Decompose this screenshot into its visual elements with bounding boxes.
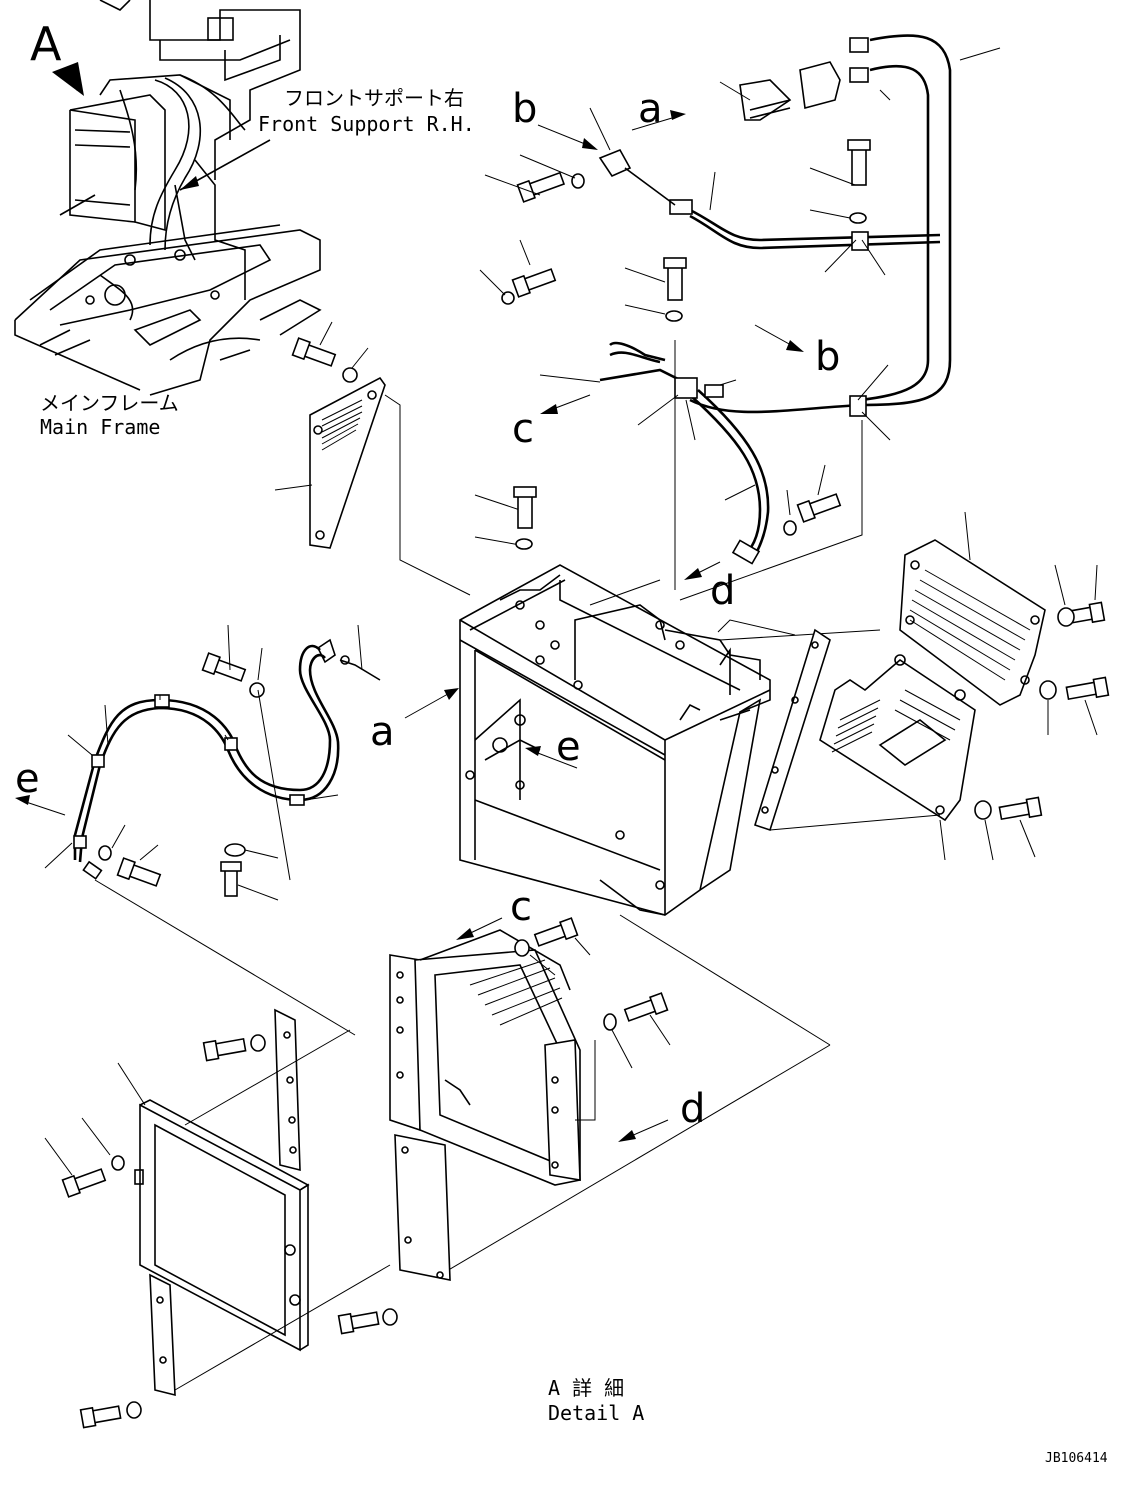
hose-clamp-1	[851, 231, 869, 251]
callout-arrows	[15, 110, 804, 1142]
front-grille-panel	[44, 1008, 451, 1429]
radiator-assembly	[389, 917, 831, 1276]
callout-e-frame: e	[556, 724, 581, 770]
callout-b-mid: b	[815, 334, 840, 380]
main-frame-caption-jp: メインフレーム	[40, 391, 179, 415]
hose-fitting-upper	[849, 37, 869, 53]
callout-b-top: b	[512, 86, 537, 132]
callout-a-frame: a	[370, 709, 395, 755]
valve-block	[799, 61, 841, 110]
hose-fitting-lower	[849, 67, 869, 83]
callout-d-bottom: d	[680, 1086, 705, 1132]
bolt-top-right	[851, 144, 867, 186]
detail-caption-jp: A 詳 細	[548, 1376, 624, 1400]
callout-e-harness: e	[15, 756, 40, 802]
right-vent-covers	[754, 511, 1110, 861]
drawing-code: JB106414	[1045, 1451, 1108, 1466]
main-box-frame	[459, 340, 881, 1046]
machine-overview-inset	[14, 0, 322, 396]
hose-clamp-3	[674, 377, 698, 399]
view-label: A	[30, 17, 62, 71]
hose-fitting-left	[669, 199, 693, 215]
callout-c-top: c	[512, 406, 534, 452]
front-support-caption-jp: フロントサポート右	[284, 86, 464, 110]
callout-a-top: a	[638, 86, 663, 132]
wire-harness	[44, 624, 381, 1036]
vented-side-plate	[274, 321, 471, 596]
hose-clamp-2	[849, 395, 867, 417]
callout-d-top: d	[710, 568, 735, 614]
front-support-caption-en: Front Support R.H.	[258, 112, 475, 136]
callout-c-bottom: c	[510, 884, 532, 930]
detail-caption-en: Detail A	[548, 1401, 644, 1425]
tee-fitting	[598, 148, 632, 178]
main-frame-caption-en: Main Frame	[40, 415, 160, 439]
hose-assembly	[474, 34, 1001, 565]
